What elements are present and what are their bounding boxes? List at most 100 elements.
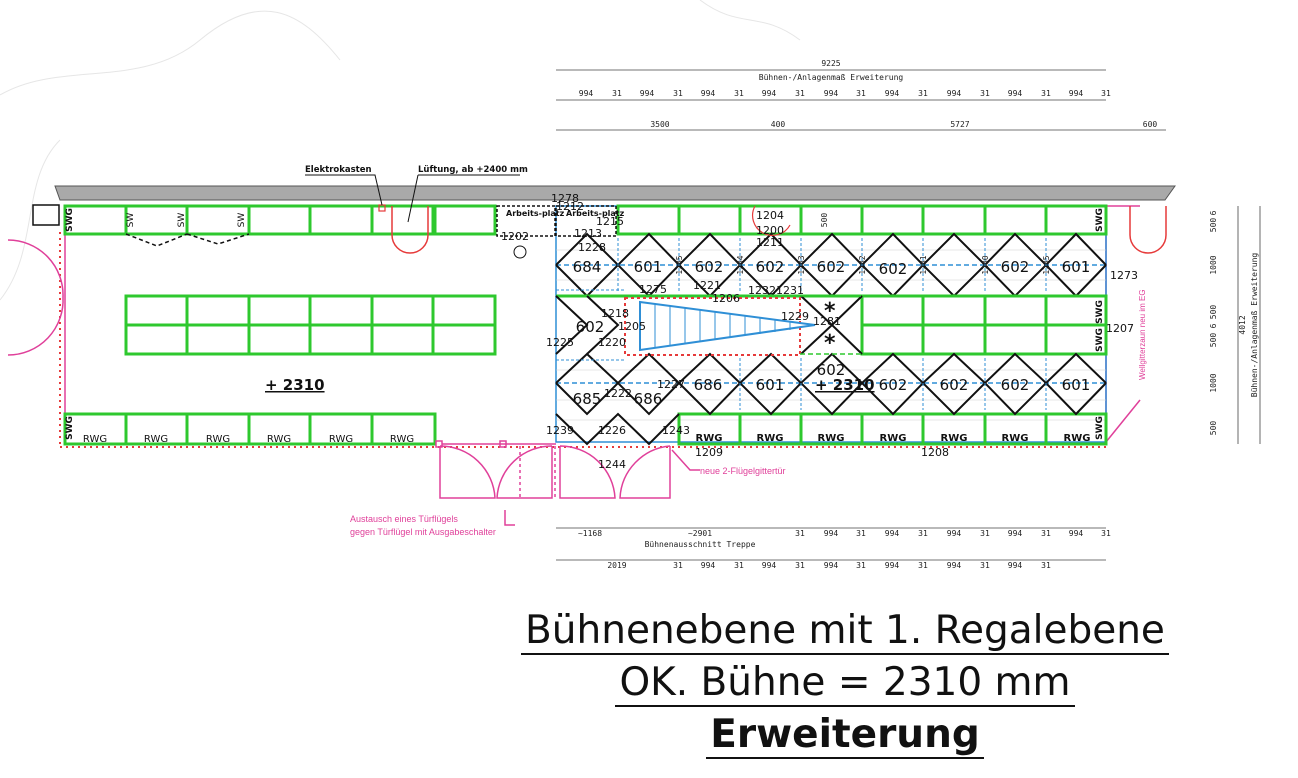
position-number: 1281 (813, 315, 841, 328)
shelf-number: 601 (1062, 376, 1091, 394)
position-number: 1243 (662, 424, 690, 437)
right-dim-value: 6 (1209, 210, 1218, 215)
bottom-dim-value: 31 (673, 561, 683, 570)
top-dim-value: 31 (856, 89, 866, 98)
bottom-dim-value: 994 (947, 529, 962, 538)
bottom-dim-value: 994 (1069, 529, 1084, 538)
bottom-dim-value: 994 (947, 561, 962, 570)
shelf-number: 686 (694, 376, 723, 394)
rwg-label: RWG (83, 434, 107, 445)
position-number: 1211 (756, 236, 784, 249)
shelf-number: 602 (817, 361, 846, 379)
shelf-number: 602 (879, 376, 908, 394)
position-number: 1231 (776, 284, 804, 297)
bottom-dim-value: 31 (1041, 561, 1051, 570)
sw-label: SW (237, 213, 247, 228)
sw-label: SW (126, 213, 136, 228)
bottom-dim-value: 31 (918, 529, 928, 538)
swg-labels: SWG SWG SWG SWG SWG SWG (65, 208, 1105, 440)
position-number: 1222 (604, 387, 632, 400)
shelf-number: 686 (634, 390, 663, 408)
bottom-dim-value: 31 (795, 529, 805, 538)
swg-label: SWG (1095, 208, 1105, 232)
position-number: 1212 (556, 200, 584, 213)
shelf-number: 602 (576, 318, 605, 336)
rwg-label: RWG (390, 434, 414, 445)
position-number: 1218 (601, 307, 629, 320)
shelf-number: 602 (695, 258, 724, 276)
shelf-number: 684 (573, 258, 602, 276)
shelf-number: 602 (817, 258, 846, 276)
right-dim-value: 6 (1209, 323, 1218, 328)
shelf-numbers: 684 601 602 685 686 686 601 602 602 602 602 602 602 6… (573, 258, 1091, 408)
top-dim-value: 994 (579, 89, 594, 98)
top-dim-value: 31 (918, 89, 928, 98)
svg-text:*: * (824, 331, 836, 356)
right-dim-value: 500 (1209, 333, 1218, 348)
position-number: 1209 (695, 446, 723, 459)
swg-label: SWG (1095, 300, 1105, 324)
label-arbeitsplatz-1: Arbeits-platz (506, 209, 565, 218)
position-number: 1275 (639, 283, 667, 296)
bottom-dim-value: 31 (980, 561, 990, 570)
bottom-dim-value: 994 (701, 561, 716, 570)
shelf-number: 602 (940, 376, 969, 394)
swg-label: SWG (1095, 416, 1105, 440)
position-number: 1225 (546, 336, 574, 349)
bottom-dim-value: ~1168 (578, 529, 602, 538)
segment-dim: 1281 (919, 255, 928, 274)
position-number: 1226 (598, 424, 626, 437)
rwg-label: RWG (329, 434, 353, 445)
bottom-dim-value: 31 (1041, 529, 1051, 538)
bottom-dim-value: 31 (980, 529, 990, 538)
swg-label: SWG (65, 416, 75, 440)
shelf-number: 602 (879, 260, 908, 278)
rack-row-bottom-left (63, 412, 437, 446)
segment-dim: 1280 (981, 255, 990, 274)
position-number: 1213 (574, 227, 602, 240)
shelf-number: 685 (573, 390, 602, 408)
position-number: 1204 (756, 209, 784, 222)
rack-row-top-left (63, 204, 497, 236)
top-total-dim: 9225 (821, 59, 840, 68)
rwg-label: RWG (941, 433, 968, 444)
rwg-label: RWG (880, 433, 907, 444)
right-total-caption: Bühnen-/Anlagenmaß Erweiterung (1250, 253, 1259, 398)
bottom-dim-value: 2019 (607, 561, 626, 570)
top-total-caption: Bühnen-/Anlagenmaß Erweiterung (759, 73, 904, 82)
top-dim-value: 994 (947, 89, 962, 98)
title-line-2: OK. Bühne = 2310 mm (505, 660, 1185, 707)
right-dim-value: 500 (1209, 421, 1218, 436)
position-number: 1200 (756, 224, 784, 237)
building-wall (54, 185, 1176, 201)
top-dim-value: 31 (980, 89, 990, 98)
bottom-dim-value: 994 (1008, 561, 1023, 570)
platform-boundary (59, 232, 1108, 448)
label-new-door: neue 2-Flügelgittertür (700, 466, 786, 476)
top-dim-value: 31 (1041, 89, 1051, 98)
right-dim-value: 500 (1209, 305, 1218, 320)
segment-dim: 1285 (1042, 255, 1051, 274)
bottom-dim-value: ~2901 (688, 529, 712, 538)
rwg-label: RWG (1064, 433, 1091, 444)
position-number: 1239 (546, 424, 574, 437)
rack-row-top-right (616, 204, 1108, 236)
bottom-dim-value: 994 (762, 561, 777, 570)
segment-dim: 1283 (797, 255, 806, 274)
swg-label: SWG (1095, 328, 1105, 352)
bottom-doors (435, 440, 700, 526)
shelf-number: 602 (1001, 258, 1030, 276)
shelf-number: 601 (634, 258, 663, 276)
right-dim-value: 1000 (1209, 255, 1218, 274)
bottom-dim-value: 31 (795, 561, 805, 570)
position-number: 1208 (921, 446, 949, 459)
label-lueftung: Lüftung, ab +2400 mm (418, 165, 528, 175)
bottom-dim-value: 31 (856, 561, 866, 570)
swg-label: SWG (65, 208, 75, 232)
rwg-label: RWG (1002, 433, 1029, 444)
